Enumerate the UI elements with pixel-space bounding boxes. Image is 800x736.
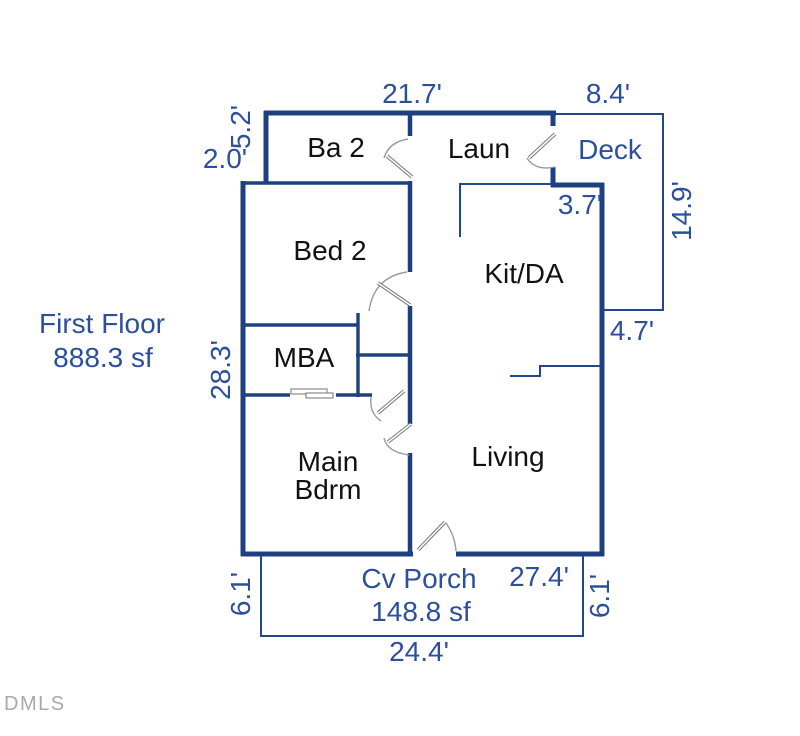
room-label-deck: Deck bbox=[578, 134, 643, 165]
door-ba2-arc bbox=[383, 138, 409, 159]
room-label-main-bdrm-line2: Bdrm bbox=[295, 474, 362, 505]
sliding-door-mba bbox=[290, 388, 334, 399]
door-main-bdrm-arc bbox=[383, 437, 410, 456]
door-ba2 bbox=[383, 138, 414, 179]
door-mba-arc bbox=[370, 396, 382, 422]
dim-upper-left-height: 5.2' bbox=[225, 105, 256, 149]
dim-deck-width: 8.4' bbox=[586, 78, 630, 109]
room-label-mba: MBA bbox=[274, 342, 335, 373]
dim-deck-bottom-width: 4.7' bbox=[610, 315, 654, 346]
door-entry-leaf-core bbox=[417, 521, 446, 551]
doors bbox=[290, 132, 557, 552]
room-label-bed2: Bed 2 bbox=[293, 235, 366, 266]
dim-porch-left-height: 6.1' bbox=[225, 572, 256, 616]
sliding-door-panel-2 bbox=[305, 392, 334, 399]
dim-porch-width: 24.4' bbox=[389, 636, 449, 667]
room-label-kit-da: Kit/DA bbox=[484, 258, 564, 289]
kitchen-counter-step bbox=[510, 365, 600, 377]
watermark-dmls: DMLS bbox=[4, 693, 66, 715]
room-label-main-bdrm-line1: Main bbox=[298, 446, 359, 477]
deck-outline bbox=[556, 113, 664, 311]
dim-bottom-width: 27.4' bbox=[509, 561, 569, 592]
door-laun-deck bbox=[526, 132, 557, 169]
dim-porch-right-height: 6.1' bbox=[584, 574, 615, 618]
dimension-labels: 21.7' 8.4' 5.2' 2.0' 3.7' 14.9' 4.7' 28.… bbox=[203, 78, 697, 667]
dim-laun-deck-jog: 3.7' bbox=[558, 189, 602, 220]
room-label-porch: Cv Porch bbox=[361, 563, 476, 594]
porch-outline bbox=[260, 556, 584, 637]
door-mba-leaf-core bbox=[377, 390, 405, 414]
dim-deck-height: 14.9' bbox=[666, 181, 697, 241]
dim-left-height: 28.3' bbox=[205, 340, 236, 400]
door-entry-arc bbox=[445, 522, 457, 552]
kitchen-boundary bbox=[459, 183, 551, 237]
dim-upper-left-width: 2.0' bbox=[203, 143, 247, 174]
area-labels: First Floor 888.3 sf Deck Cv Porch 148.8… bbox=[39, 134, 643, 627]
room-label-living: Living bbox=[471, 441, 544, 472]
floor-name-label: First Floor bbox=[39, 308, 165, 339]
door-bed2-leaf-core bbox=[377, 282, 411, 306]
door-mba bbox=[370, 389, 406, 422]
door-entry bbox=[416, 520, 457, 552]
dim-top-width: 21.7' bbox=[382, 78, 442, 109]
interior-walls bbox=[241, 111, 413, 556]
door-laun-arc bbox=[526, 157, 556, 169]
room-label-laun: Laun bbox=[448, 133, 510, 164]
door-ba2-leaf-core bbox=[386, 155, 413, 178]
room-label-ba2: Ba 2 bbox=[307, 132, 365, 163]
door-laun-leaf-core bbox=[528, 133, 556, 159]
floor-area-label: 888.3 sf bbox=[53, 342, 153, 373]
thin-outlines bbox=[260, 113, 664, 637]
room-labels: Ba 2 Laun Bed 2 Kit/DA MBA Main Bdrm Liv… bbox=[274, 132, 564, 505]
door-bed2 bbox=[368, 271, 412, 312]
door-main-bdrm bbox=[383, 422, 413, 456]
door-main-bdrm-leaf-core bbox=[387, 423, 412, 443]
porch-area-label: 148.8 sf bbox=[371, 596, 471, 627]
